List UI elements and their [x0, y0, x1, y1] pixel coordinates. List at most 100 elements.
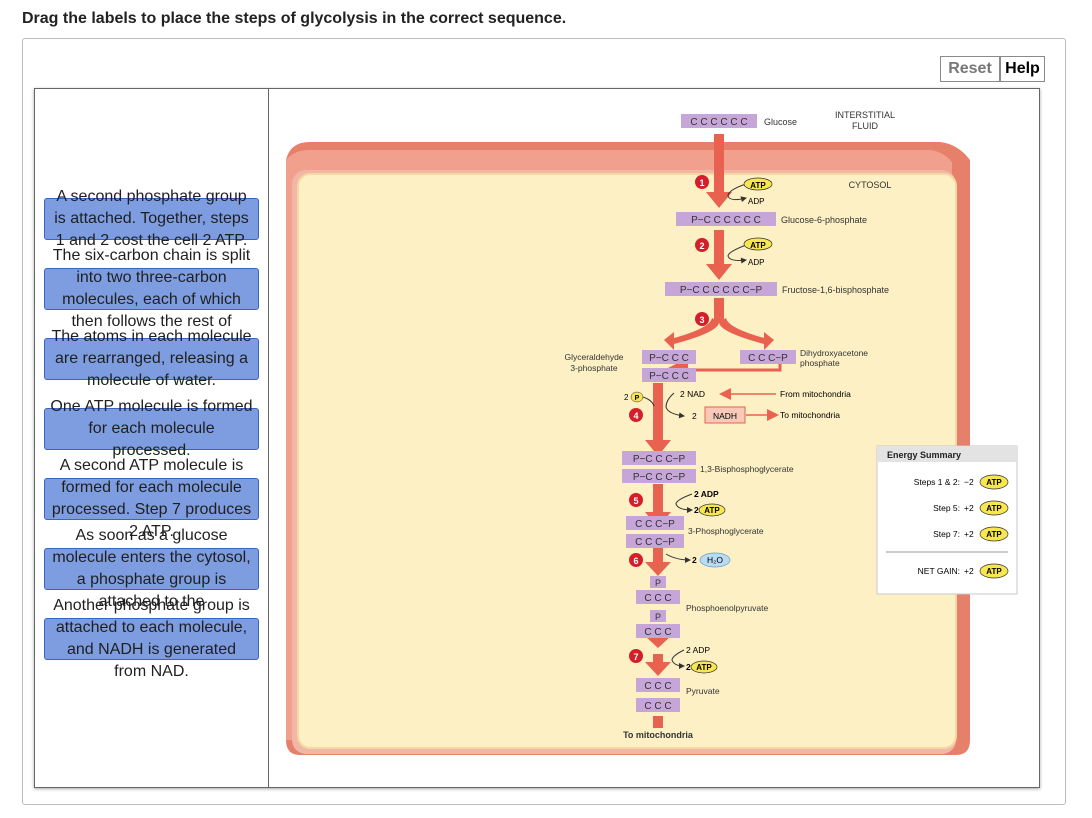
- pyruvate-chain: C C C: [644, 701, 671, 712]
- drag-label-7[interactable]: Another phosphate group is attached to e…: [44, 597, 259, 680]
- from-mito-text: From mitochondria: [780, 389, 851, 399]
- pyruvate-label: Pyruvate: [686, 686, 720, 696]
- instruction-text: Drag the labels to place the steps of gl…: [22, 10, 567, 27]
- pathway-arrow: [706, 192, 732, 208]
- atp-badge: [743, 237, 773, 251]
- help-button[interactable]: Help: [1000, 56, 1045, 82]
- dhap-label: phosphate: [800, 358, 840, 368]
- nadh-pre: 2: [692, 411, 697, 421]
- atp-text: ATP: [750, 181, 766, 190]
- adp-text: ADP: [748, 258, 764, 267]
- energy-row-label: Step 7:: [933, 529, 960, 539]
- g3p-label: 3-phosphate: [570, 363, 618, 373]
- nad-curve: [665, 392, 685, 419]
- two-text: 2: [686, 662, 691, 672]
- molecule-box: [636, 698, 680, 712]
- step-number: 7: [633, 652, 638, 662]
- pathway-arrow: [653, 654, 663, 666]
- drag-label-2[interactable]: The six-carbon chain is split into two t…: [44, 247, 259, 330]
- panel-divider: [268, 88, 269, 788]
- dhap-label: Dihydroxyacetone: [800, 348, 868, 358]
- reset-button[interactable]: Reset: [940, 56, 1000, 82]
- energy-row-value: +2: [964, 529, 974, 539]
- molecule-box: [636, 678, 680, 692]
- molecule-box: [650, 576, 666, 588]
- atp-badge: [698, 503, 726, 517]
- pyruvate-chain: C C C: [644, 681, 671, 692]
- cytosol-label: CYTOSOL: [849, 180, 892, 190]
- drag-label-5[interactable]: A second ATP molecule is formed for each…: [44, 457, 259, 540]
- atp-badge: [979, 474, 1009, 490]
- drag-label-text: One ATP molecule is formed for each mole…: [50, 398, 253, 459]
- interstitial-label: INTERSTITIAL: [835, 110, 895, 120]
- atp-badge: [743, 177, 773, 191]
- net-gain-label: NET GAIN:: [918, 566, 960, 576]
- glycolysis-diagram: INTERSTITIAL FLUID CYTOSOL C C C C C C G…: [286, 110, 1018, 755]
- step-badge-4: [629, 408, 643, 422]
- step-badge-7: [629, 649, 643, 663]
- drag-label-text: A second phosphate group is attached. To…: [54, 188, 249, 249]
- molecule-box: [642, 368, 696, 382]
- step-number: 1: [699, 178, 704, 188]
- adp-text: ADP: [748, 197, 764, 206]
- to-mitochondria-label: To mitochondria: [623, 730, 694, 740]
- atp-curve: [727, 244, 747, 264]
- interstitial-label: FLUID: [852, 121, 879, 131]
- atp-badge: [979, 500, 1009, 516]
- molecule-box: [650, 610, 666, 622]
- drag-label-text: The six-carbon chain is split into two t…: [52, 247, 251, 330]
- two-adp-text: 2 ADP: [694, 489, 719, 499]
- pathway-arrow: [714, 134, 724, 194]
- water-curve: [665, 553, 691, 563]
- pathway-arrow: [714, 298, 724, 322]
- atp-text: ATP: [986, 504, 1002, 513]
- pathway-arrow: [653, 548, 663, 564]
- energy-row-value: +2: [964, 503, 974, 513]
- drag-label-text: As soon as a glucose molecule enters the…: [52, 527, 251, 610]
- water-text: H₂O: [707, 555, 723, 565]
- atp-text: ATP: [704, 506, 720, 515]
- step-badge-1: [695, 175, 709, 189]
- pathway-arrow: [653, 484, 663, 514]
- atp-badge: [979, 563, 1009, 579]
- atp-badge: [979, 526, 1009, 542]
- f16bp-label: Fructose-1,6-bisphosphate: [782, 285, 889, 295]
- glucose-label: Glucose: [764, 117, 797, 127]
- pathway-arrow: [645, 562, 671, 576]
- step-number: 5: [633, 496, 638, 506]
- pathway-arrow: [645, 636, 671, 648]
- drag-label-4[interactable]: One ATP molecule is formed for each mole…: [44, 398, 259, 459]
- molecule-box: [665, 282, 777, 296]
- g6p-label: Glucose-6-phosphate: [781, 215, 867, 225]
- molecule-box: [626, 534, 684, 548]
- g3p-label: Glyceraldehyde: [564, 352, 623, 362]
- glucose-chain: C C C C C C: [690, 117, 747, 128]
- f16bp-chain: P−C C C C C C−P: [680, 285, 763, 296]
- atp-text: ATP: [750, 241, 766, 250]
- dhap-chain: C C C−P: [748, 353, 788, 364]
- water-badge: [699, 552, 731, 568]
- atp-curve: [727, 183, 747, 203]
- energy-summary-header: [877, 446, 1017, 462]
- drag-label-1[interactable]: A second phosphate group is attached. To…: [44, 188, 259, 249]
- phosphate-curve: [642, 396, 655, 407]
- pathway-arrow: [714, 230, 724, 266]
- pathway-arrow: [653, 383, 663, 441]
- pep-label: Phosphoenolpyruvate: [686, 603, 769, 613]
- to-mito-text: To mitochondria: [780, 410, 840, 420]
- energy-summary-title: Energy Summary: [887, 450, 961, 460]
- drag-label-6[interactable]: As soon as a glucose molecule enters the…: [44, 527, 259, 610]
- drag-label-3[interactable]: The atoms in each molecule are rearrange…: [44, 328, 259, 389]
- pg-chain: C C C−P: [635, 519, 675, 530]
- step-badge-5: [629, 493, 643, 507]
- molecule-box: [622, 451, 696, 465]
- atp-text: ATP: [986, 478, 1002, 487]
- step-number: 4: [633, 411, 638, 421]
- drag-label-text: A second ATP molecule is formed for each…: [51, 457, 252, 540]
- phosphate-text: P: [655, 612, 661, 622]
- drag-label-text: Another phosphate group is attached to e…: [53, 597, 250, 680]
- molecule-box: [740, 350, 796, 364]
- pathway-arrow: [706, 264, 732, 280]
- bpg-chain: P−C C C−P: [633, 472, 686, 483]
- two-text: 2: [694, 505, 699, 515]
